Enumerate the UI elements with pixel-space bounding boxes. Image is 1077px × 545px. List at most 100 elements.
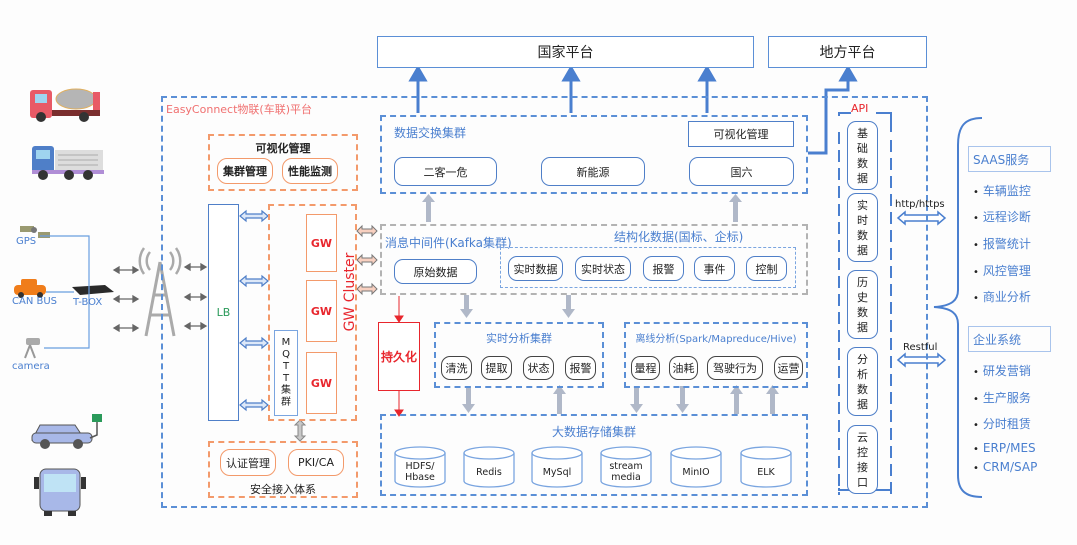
enterprise-item: 分时租赁 — [973, 415, 1031, 432]
camera-label: camera — [12, 361, 50, 372]
enterprise-title: 企业系统 — [968, 326, 1051, 352]
canbus-label: CAN BUS — [12, 296, 58, 307]
cylinder-shape — [740, 446, 792, 488]
storage-group — [380, 414, 808, 496]
api-item: 分析数据 — [847, 347, 878, 416]
realtime-item: 提取 — [481, 356, 512, 380]
exchange-visual-mgmt: 可视化管理 — [688, 121, 794, 147]
offline-item: 运营 — [774, 356, 803, 380]
http-label: http/https — [895, 199, 945, 210]
satellite-icon — [20, 226, 50, 238]
api-protocol-arrows — [896, 210, 947, 368]
mqtt-char: M — [281, 337, 291, 348]
load-balancer: LB — [208, 204, 239, 421]
device-links — [40, 235, 90, 349]
data-exchange-title: 数据交换集群 — [394, 126, 467, 140]
mqtt-cluster: M Q T T 集 群 — [274, 330, 298, 416]
data-exchange-group — [380, 115, 808, 194]
storage-label: HDFS/Hbase — [394, 458, 446, 486]
structured-item: 报警 — [643, 256, 684, 281]
storage-label: MinIO — [670, 458, 722, 486]
api-item-char: 数 — [857, 156, 868, 170]
realtime-item: 状态 — [523, 356, 554, 380]
enterprise-item: CRM/SAP — [973, 460, 1037, 474]
storage-cylinder: MySql — [531, 446, 583, 488]
persist-arrows — [394, 296, 404, 417]
storage-label: Redis — [463, 458, 515, 486]
saas-title: SAAS服务 — [968, 146, 1051, 172]
api-item-char: 时 — [857, 213, 868, 227]
tbox-icon — [72, 285, 114, 295]
offline-title: 离线分析(Spark/Mapreduce/Hive) — [635, 334, 797, 345]
realtime-title: 实时分析集群 — [486, 332, 552, 345]
enterprise-item: ERP/MES — [973, 441, 1036, 455]
gw-kafka-arrows — [356, 224, 378, 296]
storage-label-line: stream — [609, 461, 643, 472]
wireless-arrows — [112, 262, 208, 333]
api-item-char: 数 — [857, 228, 868, 242]
gateway-1: GW — [306, 214, 337, 272]
storage-cylinder: ELK — [740, 446, 792, 488]
realtime-group — [434, 322, 604, 388]
api-item-char: 接 — [857, 460, 868, 474]
storage-label-line: MySql — [542, 466, 572, 478]
mqtt-char: T — [282, 361, 290, 372]
saas-item: 商业分析 — [973, 288, 1031, 305]
cylinder-shape — [670, 446, 722, 488]
auth-mgmt-item: 认证管理 — [220, 449, 276, 476]
electric-car-icon — [31, 414, 102, 449]
storage-cylinder: MinIO — [670, 446, 722, 488]
api-item-char: 基 — [857, 126, 868, 140]
api-item: 基础数据 — [847, 121, 878, 190]
api-item-char: 历 — [857, 275, 868, 289]
exchange-item-ev: 新能源 — [541, 157, 645, 186]
saas-item: 风控管理 — [973, 262, 1031, 279]
api-item-char: 据 — [857, 397, 868, 411]
api-item: 实时数据 — [847, 193, 878, 262]
cylinder-shape — [463, 446, 515, 488]
api-item-char: 础 — [857, 141, 868, 155]
saas-item: 远程诊断 — [973, 208, 1031, 225]
api-bracket — [838, 112, 892, 495]
api-item: 云控接口 — [847, 425, 878, 494]
cargo-truck-icon — [32, 146, 104, 180]
realtime-item: 报警 — [565, 356, 596, 380]
exchange-item-erke: 二客一危 — [394, 157, 497, 186]
saas-item: 报警统计 — [973, 235, 1031, 252]
gps-label: GPS — [16, 236, 37, 247]
curly-brace — [933, 117, 983, 498]
realtime-item: 清洗 — [441, 356, 472, 380]
offline-item: 量程 — [631, 356, 660, 380]
gw-cluster-title: GW Cluster — [342, 252, 358, 332]
raw-data-item: 原始数据 — [394, 259, 477, 284]
local-platform: 地方平台 — [768, 36, 927, 68]
car-icon — [14, 279, 46, 298]
platform-title: EasyConnect物联(车联)平台 — [166, 103, 312, 116]
gateway-2: GW — [306, 280, 337, 342]
security-title: 安全接入体系 — [250, 483, 316, 496]
api-item-char: 实 — [857, 198, 868, 212]
storage-cylinder: Redis — [463, 446, 515, 488]
api-item-char: 史 — [857, 290, 868, 304]
storage-label-line: media — [611, 472, 641, 483]
api-item-char: 析 — [857, 367, 868, 381]
storage-label-line: ELK — [757, 466, 775, 478]
api-item-char: 据 — [857, 320, 868, 334]
api-item-char: 数 — [857, 382, 868, 396]
gw-cluster-group — [268, 204, 357, 421]
restful-label: Restful — [903, 342, 938, 353]
structured-title: 结构化数据(国标、企标) — [614, 230, 744, 244]
cylinder-shape — [531, 446, 583, 488]
storage-label-line: Hbase — [405, 472, 435, 483]
storage-label: MySql — [531, 458, 583, 486]
platform-container — [161, 96, 928, 508]
api-title: API — [851, 102, 869, 115]
exchange-item-guoliu: 国六 — [689, 157, 794, 186]
structured-group — [500, 247, 796, 288]
mqtt-char: 群 — [281, 397, 291, 408]
api-item-char: 云 — [857, 430, 868, 444]
mixer-truck-icon — [30, 88, 100, 122]
